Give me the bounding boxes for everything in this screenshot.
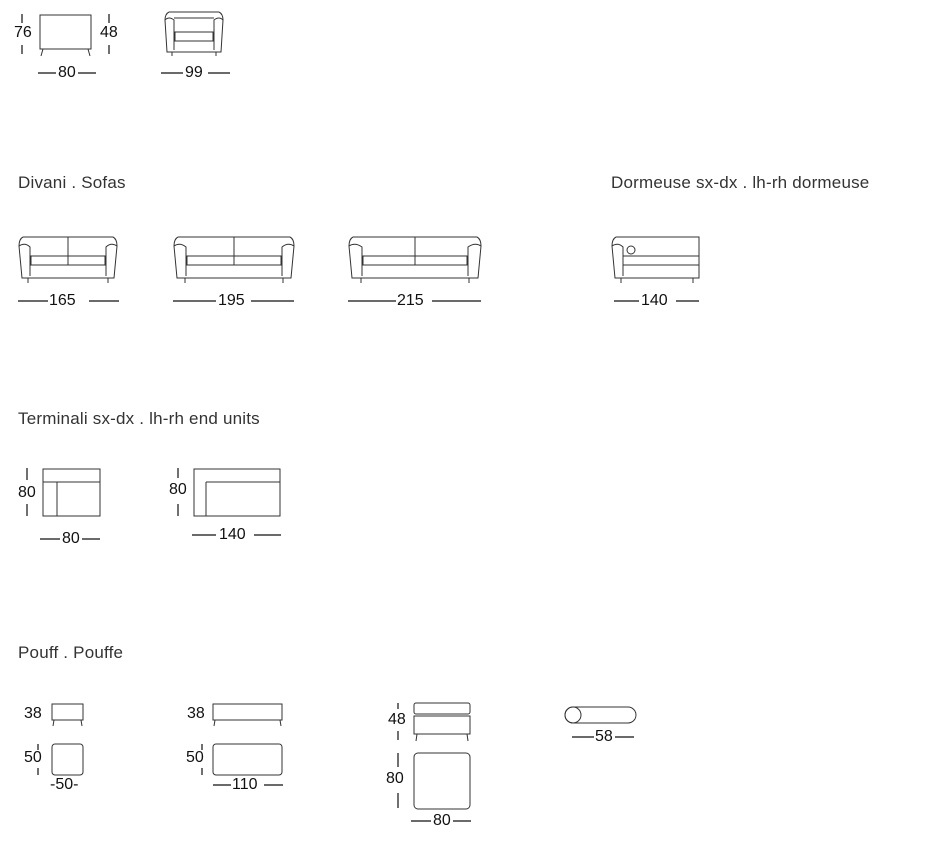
end-unit-80-dim-line — [40, 538, 102, 540]
pouffe-square-depth-tick — [397, 753, 399, 809]
pouffe-small-depth-tick — [37, 744, 39, 776]
armchair-width-label: 99 — [185, 64, 203, 81]
sofa-195-drawing — [173, 236, 295, 284]
end-unit-140-depth-tick — [177, 468, 179, 518]
height-arm-label: 48 — [100, 24, 118, 41]
height-total-tick — [21, 14, 23, 56]
depth-dim-line — [38, 72, 98, 74]
dormeuse-heading: Dormeuse sx-dx . lh-rh dormeuse — [611, 173, 870, 192]
sofa-165-drawing — [18, 236, 118, 284]
end-unit-80-width-label: 80 — [62, 530, 80, 547]
armchair-dim-line — [161, 72, 231, 74]
end-unit-80-depth-tick — [26, 468, 28, 518]
pouffe-small-width-label: -50- — [50, 776, 79, 793]
pouffe-square-dim-line — [411, 820, 473, 822]
pouffe-square-side-drawing — [413, 702, 471, 742]
end-units-heading: Terminali sx-dx . lh-rh end units — [18, 409, 260, 428]
pouffe-long-height-label: 38 — [187, 705, 205, 722]
side-view-drawing — [40, 14, 92, 58]
height-total-label: 76 — [14, 24, 32, 41]
sofa-215-dim-line — [348, 300, 482, 302]
end-unit-80-drawing — [43, 468, 101, 517]
height-arm-tick — [108, 14, 110, 56]
pouffe-heading: Pouff . Pouffe — [18, 643, 124, 662]
pouffe-long-dim-line — [213, 784, 285, 786]
pouffe-roll-dim-line — [572, 736, 636, 738]
pouffe-roll-width-label: 58 — [595, 728, 613, 745]
pouffe-long-side-drawing — [212, 703, 284, 727]
pouffe-square-width-label: 80 — [433, 812, 451, 829]
sofa-215-width-label: 215 — [397, 292, 424, 309]
sofa-215-drawing — [348, 236, 482, 284]
pouffe-long-top-drawing — [212, 743, 284, 776]
end-unit-80-depth-label: 80 — [18, 484, 36, 501]
sofa-195-width-label: 195 — [218, 292, 245, 309]
pouffe-small-height-label: 38 — [24, 705, 42, 722]
sofa-195-dim-line — [173, 300, 295, 302]
pouffe-small-side-drawing — [51, 703, 85, 727]
pouffe-square-height-label: 48 — [388, 711, 406, 728]
pouffe-long-depth-tick — [201, 744, 203, 776]
end-unit-140-width-label: 140 — [219, 526, 246, 543]
dormeuse-dim-line — [614, 300, 700, 302]
sofa-165-width-label: 165 — [49, 292, 76, 309]
pouffe-long-width-label: 110 — [232, 776, 258, 793]
pouffe-square-top-drawing — [413, 752, 471, 810]
end-unit-140-depth-label: 80 — [169, 481, 187, 498]
pouffe-long-depth-label: 50 — [186, 749, 204, 766]
end-unit-140-drawing — [194, 468, 282, 517]
pouffe-square-height-tick — [397, 703, 399, 741]
end-unit-140-dim-line — [192, 534, 282, 536]
pouffe-roll-drawing — [564, 706, 638, 726]
dormeuse-drawing — [611, 236, 701, 284]
depth-label: 80 — [58, 64, 76, 81]
pouffe-small-depth-label: 50 — [24, 749, 42, 766]
sofa-165-dim-line — [18, 300, 120, 302]
armchair-drawing — [163, 8, 225, 56]
dormeuse-width-label: 140 — [641, 292, 668, 309]
pouffe-square-depth-label: 80 — [386, 770, 404, 787]
sofas-heading: Divani . Sofas — [18, 173, 126, 192]
pouffe-small-top-drawing — [51, 743, 85, 776]
